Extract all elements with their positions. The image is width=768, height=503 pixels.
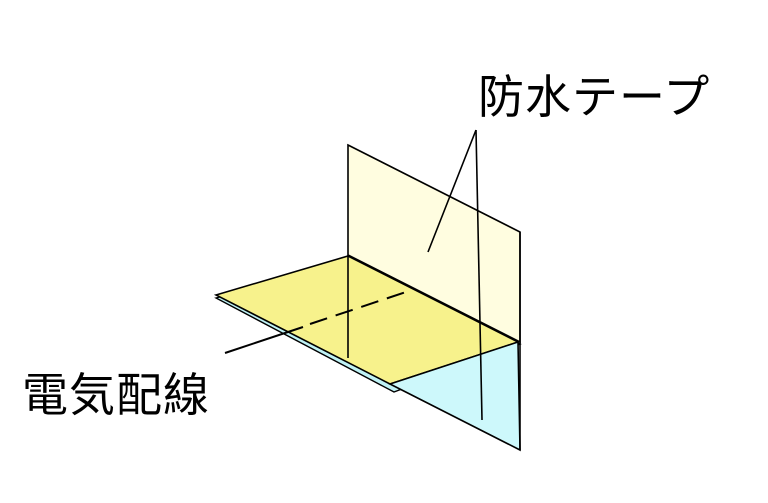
wire-label: 電気配線 (22, 368, 210, 422)
tape-label: 防水テープ (478, 70, 711, 124)
wire-hidden (309, 289, 413, 325)
vertical-panel-lower (387, 340, 521, 452)
tape-leader-line-1 (427, 129, 477, 253)
tape-leader-line-2 (475, 129, 483, 421)
wire-visible (224, 326, 304, 354)
